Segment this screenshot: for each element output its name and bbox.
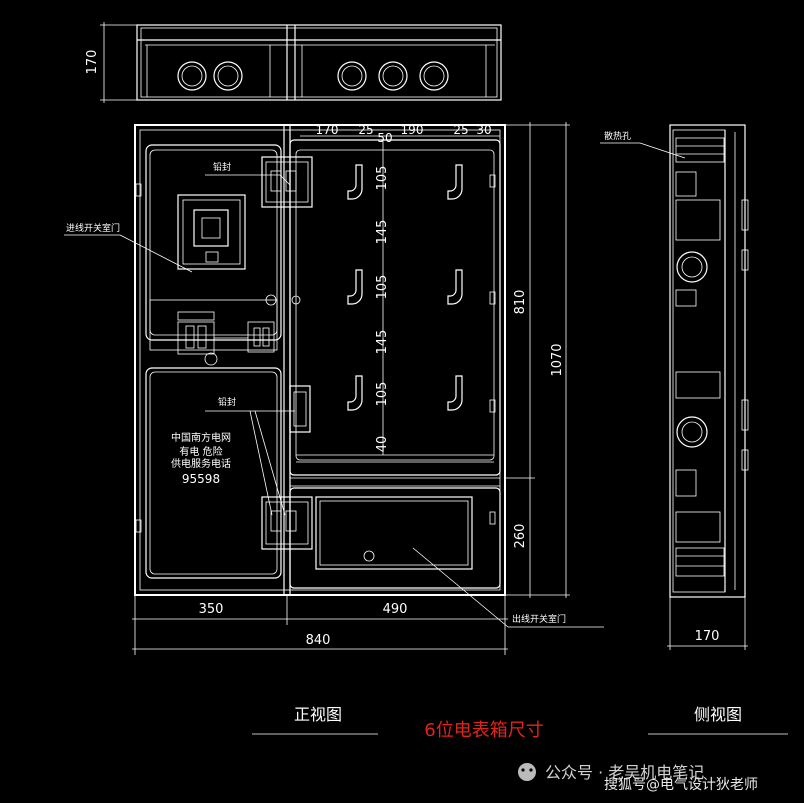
notice-line-2: 有电 危险 [179,445,222,458]
hdim-2: 25 [358,123,373,137]
label-outlet-door: 出线开关室门 [512,613,566,625]
top-knockout-holes [177,61,449,91]
hdim-5: 25 [453,123,468,137]
watermark: 公众号 · 老吴机电笔记 搜狐号@电气设计狄老师 [518,763,758,793]
side-view-width-dim: 170 [695,629,720,644]
notice-line-3: 供电服务电话 [171,457,231,470]
hdim-1: 170 [316,123,339,137]
bottom-dim-right: 490 [383,602,408,617]
label-inlet-door: 进线开关室门 [66,222,120,234]
diagram-title: 6位电表箱尺寸 [424,720,543,741]
right-dim-upper: 810 [513,290,528,315]
label-seal-top: 铅封 [213,161,231,173]
watermark-left: 公众号 · 老吴机电笔记 [545,763,704,782]
right-dim-lower: 260 [513,524,528,549]
meter-hooks [347,164,463,411]
notice-phone: 95598 [182,472,220,486]
bottom-dim-left: 350 [199,602,224,617]
vdim-5: 105 [375,382,390,407]
notice-line-1: 中国南方电网 [171,431,231,444]
vdim-1: 105 [375,166,390,191]
side-view-caption: 侧视图 [694,705,742,724]
side-view: 散热孔 170 侧视图 [600,124,788,735]
top-view: 170 [85,22,502,103]
front-view-caption: 正视图 [294,705,342,724]
hdim-6: 30 [476,123,491,137]
right-dim-total: 1070 [550,343,565,376]
wechat-icon [518,763,536,781]
label-seal-mid: 铅封 [218,396,236,408]
hdim-3: 50 [377,131,392,145]
hdim-4: 190 [401,123,424,137]
label-vent-hole: 散热孔 [604,130,631,142]
vdim-3: 105 [375,275,390,300]
watermark-right: 搜狐号@电气设计狄老师 [604,777,758,793]
vdim-4: 145 [375,330,390,355]
front-view: 105 145 105 145 105 40 170 25 50 190 25 … [64,122,604,735]
vdim-6: 40 [375,436,390,453]
top-view-height-dim: 170 [85,50,100,75]
vdim-2: 145 [375,220,390,245]
bottom-dim-total: 840 [306,633,331,648]
